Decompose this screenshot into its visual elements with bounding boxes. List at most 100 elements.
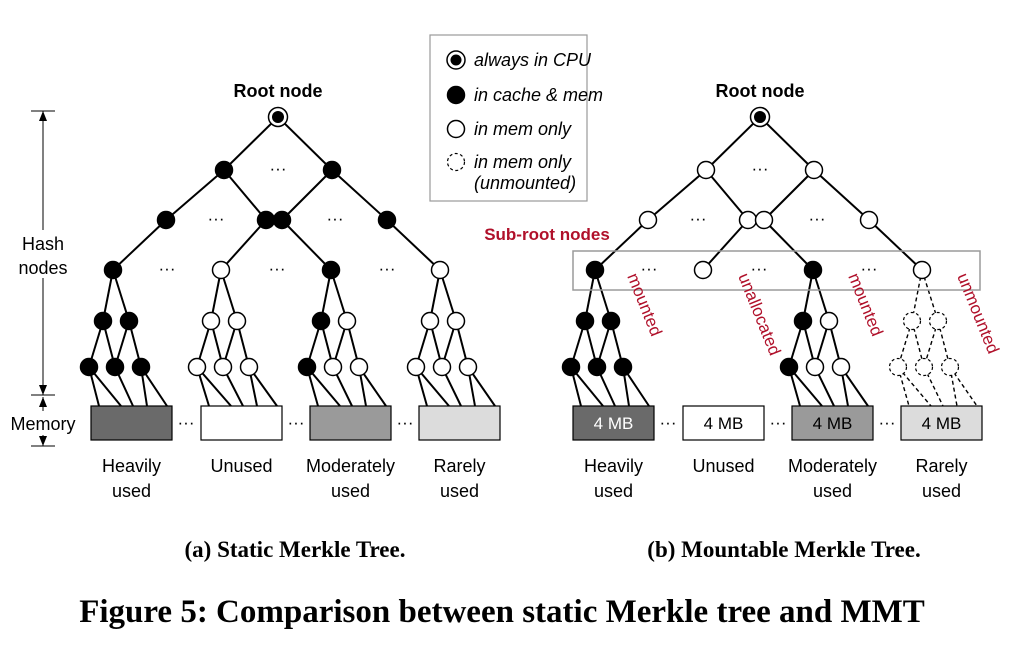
- memory-axis-top-arrow: [39, 397, 47, 407]
- left-axis: Hash nodes Memory: [4, 110, 82, 447]
- tree_b-edge-l1b-0: [763, 169, 815, 221]
- tree_b-ellipsis-l3a: ···: [641, 259, 658, 278]
- tree_b-subroot-node-3: [912, 260, 932, 280]
- tree_a-memory-block-1: [200, 405, 283, 441]
- tree_a-sub2-node-l4-0: [311, 311, 331, 331]
- subtree-state-3: unmounted: [953, 270, 1002, 356]
- tree_a-ellipsis-block-0: ···: [178, 413, 195, 432]
- tree_a-memory-block-2: [309, 405, 392, 441]
- tree_a-sub0-node-l4-1: [119, 311, 139, 331]
- hollow-node-icon: [446, 119, 466, 139]
- static-merkle-tree: Root node··················Heavilyused··…: [79, 81, 501, 501]
- caption-a: (a) Static Merkle Tree.: [185, 537, 406, 562]
- dashed-node-icon: [446, 152, 466, 172]
- subtree-state-0: mounted: [623, 270, 665, 338]
- mountable-merkle-tree: Root node··················4 MBHeavilyus…: [561, 81, 983, 501]
- tree_b-edge-l2-2: [763, 219, 814, 271]
- caption-b: (b) Mountable Merkle Tree.: [647, 537, 920, 562]
- tree_a-edge-l1a-0: [165, 169, 225, 221]
- subroot-label: Sub-root nodes: [484, 225, 610, 244]
- tree_b-edge-root-0: [705, 116, 761, 171]
- root-node-icon-inner: [450, 54, 462, 66]
- tree_a-l1-node-0: [214, 160, 234, 180]
- tree_b-sub2-node-l5-0: [779, 357, 799, 377]
- tree_b-sub3-node-l4-0: [902, 311, 922, 331]
- tree_b-l1-node-1: [804, 160, 824, 180]
- legend-item-in-mem: in mem only: [446, 119, 572, 139]
- tree_b-ellipsis-l3c: ···: [861, 259, 878, 278]
- legend-label-unmounted: in mem only: [474, 152, 572, 172]
- subroot-annotation: Sub-root nodes mounted unallocated mount…: [484, 225, 1003, 358]
- tree_a-memory-block-0: [90, 405, 173, 441]
- legend-item-in-cache: in cache & mem: [446, 85, 603, 105]
- tree_b-subroot-node-1: [693, 260, 713, 280]
- tree_a-ellipsis-l3c: ···: [379, 259, 396, 278]
- legend-item-always-in-cpu: always in CPU: [446, 50, 592, 70]
- tree_b-memory-block-0: [572, 405, 655, 441]
- hash-label-line1: Hash: [22, 234, 64, 254]
- tree_b-edge-l2-0: [594, 219, 649, 271]
- legend-label-in-mem: in mem only: [474, 119, 572, 139]
- tree_b-sub3-node-l4-1: [928, 311, 948, 331]
- tree_b-sub3-node-l5-2: [940, 357, 960, 377]
- tree_b-memory-block-label-3: 4 MB: [922, 414, 962, 433]
- tree_a-usage-label-3: Rarely: [433, 456, 485, 476]
- subroot-highlight-box: [572, 250, 981, 291]
- tree_b-ellipsis-l3b: ···: [751, 259, 768, 278]
- figure-caption: Figure 5: Comparison between static Merk…: [79, 594, 925, 630]
- tree_a-ellipsis-l2b: ···: [327, 209, 344, 228]
- tree_b-sub0-node-l5-2: [613, 357, 633, 377]
- tree_b-sub2-node-l5-1: [805, 357, 825, 377]
- tree_a-sub2-node-l5-1: [323, 357, 343, 377]
- tree_b-edge-l1b-1: [813, 169, 870, 221]
- tree_a-sub1-node-l5-1: [213, 357, 233, 377]
- tree_a-edge-l1a-1: [223, 169, 267, 221]
- tree_b-memory-block-3: [900, 405, 983, 441]
- tree_a-sub2-node-l5-0: [297, 357, 317, 377]
- tree_b-ellipsis-l2a: ···: [690, 209, 707, 228]
- tree_a-edge-l1b-1: [331, 169, 388, 221]
- tree_a-subroot-node-0: [103, 260, 123, 280]
- tree_a-usage-label-0: Heavily: [102, 456, 161, 476]
- tree_a-edge-root-1: [277, 116, 333, 171]
- tree_b-memory-block-label-0: 4 MB: [594, 414, 634, 433]
- memory-axis-bottom-arrow: [39, 436, 47, 446]
- tree_b-memory-block-2: [791, 405, 874, 441]
- tree_b-subroot-node-2: [803, 260, 823, 280]
- tree_a-sub1-node-l4-0: [201, 311, 221, 331]
- tree_a-sub1-node-l5-0: [187, 357, 207, 377]
- tree_a-l2-node-0: [156, 210, 176, 230]
- tree_a-l2-node-2: [272, 210, 292, 230]
- tree_a-sub0-node-l4-0: [93, 311, 113, 331]
- tree_b-usage-label-0: Heavily: [584, 456, 643, 476]
- tree_b-edge-l1a-0: [647, 169, 707, 221]
- tree_b-sub2-node-l4-1: [819, 311, 839, 331]
- filled-node-icon: [446, 85, 466, 105]
- memory-label-bg: [4, 411, 82, 435]
- tree_b-sub0-node-l4-1: [601, 311, 621, 331]
- tree_b-l2-node-3: [859, 210, 879, 230]
- memory-label: Memory: [10, 414, 75, 434]
- tree_a-subroot-node-1: [211, 260, 231, 280]
- tree_a-edge-l1b-0: [281, 169, 333, 221]
- tree_a-l2-node-3: [377, 210, 397, 230]
- tree_a-edge-l2-1: [220, 219, 267, 271]
- tree_b-usage-label2-2: used: [813, 481, 852, 501]
- tree_b-edge-l2-1: [702, 219, 749, 271]
- tree_b-sub3-node-l5-0: [888, 357, 908, 377]
- tree_a-root-node-inner: [272, 111, 284, 123]
- legend-label-always-in-cpu: always in CPU: [474, 50, 592, 70]
- tree_b-memory-block-label-1: 4 MB: [704, 414, 744, 433]
- tree_a-edge-l2-0: [112, 219, 167, 271]
- legend-item-unmounted: in mem only (unmounted): [446, 152, 576, 193]
- tree_a-ellipsis-l3b: ···: [269, 259, 286, 278]
- tree_b-subroot-node-0: [585, 260, 605, 280]
- tree_b-sub2-node-l5-2: [831, 357, 851, 377]
- tree_b-root-label: Root node: [716, 81, 805, 101]
- tree_a-ellipsis-l1: ···: [270, 159, 287, 178]
- tree_a-sub3-node-l4-1: [446, 311, 466, 331]
- tree_a-memory-block-3: [418, 405, 501, 441]
- subtree-state-2: mounted: [844, 270, 886, 338]
- tree_a-sub0-node-l5-1: [105, 357, 125, 377]
